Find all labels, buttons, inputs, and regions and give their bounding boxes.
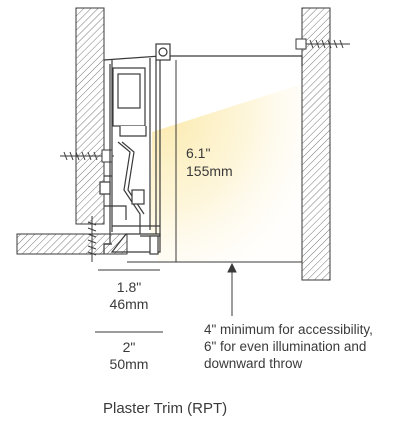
- diagram-caption: Plaster Trim (RPT): [103, 400, 227, 417]
- overall-width-mm-label: 50mm: [110, 356, 149, 372]
- trim-width-mm-label: 46mm: [110, 296, 149, 312]
- note-line-3: downward throw: [204, 356, 303, 371]
- trim-width-in-label: 1.8": [117, 279, 141, 295]
- height-mm-label: 155mm: [186, 163, 233, 179]
- accessibility-arrow: [227, 262, 237, 316]
- light-wash: [150, 84, 302, 262]
- right-wall: [301, 7, 331, 281]
- plaster-trim-profile: [99, 55, 161, 255]
- height-in-label: 6.1": [186, 145, 210, 161]
- mounting-clip: [155, 43, 303, 66]
- left-wall: [75, 7, 105, 225]
- note-line-2: 6" for even illumination and: [204, 339, 366, 354]
- screw-icon: [295, 38, 350, 50]
- note-line-1: 4" minimum for accessibility,: [204, 322, 373, 337]
- led-module-icon: [112, 67, 147, 137]
- screw-icon: [87, 216, 97, 262]
- overall-width-in-label: 2": [123, 339, 136, 355]
- ceiling-plaster: [16, 233, 128, 255]
